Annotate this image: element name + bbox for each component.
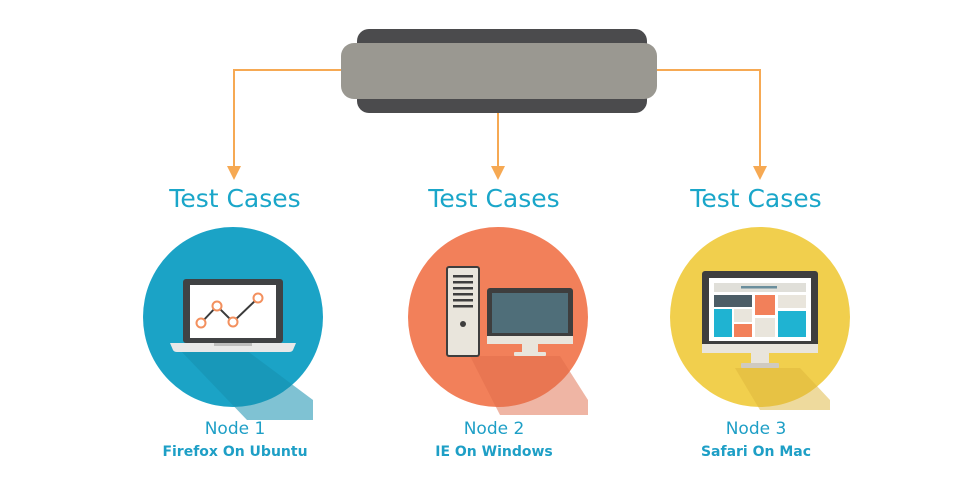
imac-webpage-icon — [702, 271, 818, 368]
node-1-name: Node 1 — [204, 419, 266, 439]
node-2-name: Node 2 — [463, 419, 525, 439]
hub-server-icon — [341, 29, 657, 113]
node-3-heading: Test Cases — [690, 184, 822, 213]
node-1-heading: Test Cases — [169, 184, 301, 213]
arrowhead-node-3 — [753, 166, 767, 180]
connectors — [227, 69, 767, 180]
node-2-heading: Test Cases — [428, 184, 560, 213]
connector-node-3 — [653, 69, 761, 168]
node-3-name: Node 3 — [725, 419, 787, 439]
node-3-os: Safari On Mac — [700, 444, 812, 460]
laptop-chart-icon — [170, 279, 296, 352]
connector-node-1 — [233, 69, 343, 168]
arrowhead-node-2 — [491, 166, 505, 180]
node-1-os: Firefox On Ubuntu — [162, 444, 308, 460]
desktop-tower-icon — [446, 266, 573, 357]
arrowhead-node-1 — [227, 166, 241, 180]
node-2-os: IE On Windows — [435, 444, 553, 460]
